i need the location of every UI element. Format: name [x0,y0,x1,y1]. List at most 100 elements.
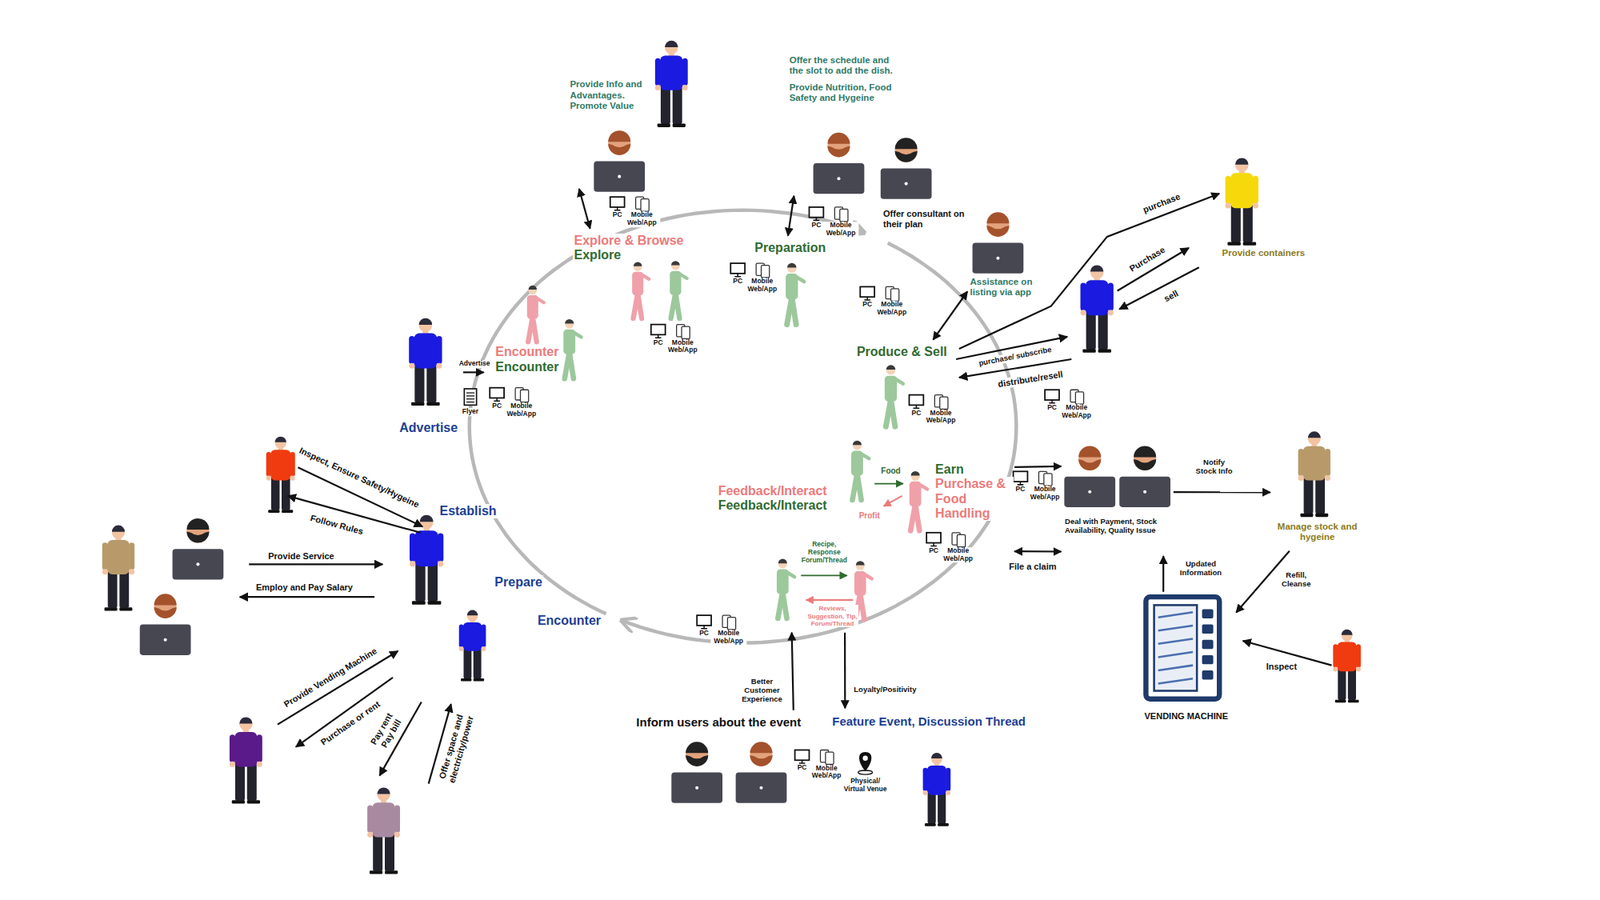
shoe [924,823,936,827]
legs [564,352,574,379]
arm [1225,176,1232,204]
text-label: Mobile Web/App [822,221,859,238]
head [1235,158,1248,172]
stand [493,397,500,401]
text-line [466,398,475,400]
node-text: Purchase & Food Handling [933,476,1013,521]
node-text-column: EncounterEncounter [493,344,572,375]
connector-arrow [932,292,968,340]
hair [787,263,796,268]
phone [640,199,649,212]
leg [235,762,245,801]
head [528,285,538,295]
text-label: PC [911,409,923,418]
screen [926,532,941,544]
hair [886,364,896,370]
arm [861,453,870,459]
text-label: Prepare [493,575,544,590]
hand [459,646,464,652]
hand [436,363,442,369]
text-label: Mobile Web/App [1058,404,1095,421]
node-text: Deal with Payment, Stock Availability, Q… [1063,517,1172,536]
torso [372,802,395,837]
arm [409,533,416,563]
stand [614,207,621,211]
leg [414,364,424,403]
edge-label: File a claim [1008,561,1057,572]
phone [940,396,948,409]
pc-icon [489,388,504,402]
sheet [464,388,476,405]
phone [1044,473,1052,486]
arm [459,624,464,648]
head [376,788,390,801]
head [467,610,478,621]
mobile-icon [1038,471,1052,486]
shoe [1348,700,1360,704]
stand [1048,400,1056,404]
hair [895,137,918,149]
head [1341,629,1353,641]
screen [1044,389,1060,400]
phone [891,288,900,301]
person-figure [102,525,135,612]
laptop-logo [836,176,840,180]
arm [290,452,296,477]
hair [564,319,574,324]
pc-icon [1013,471,1028,485]
node-text-column: Deal with Payment, Stock Availability, Q… [1063,517,1172,536]
hair [1235,157,1248,164]
text-label: Mobile Web/App [664,339,701,356]
hair [376,787,390,794]
arm [1108,283,1114,312]
stand [734,273,741,277]
beard [1078,459,1101,471]
shoe [411,402,424,406]
screen [489,388,504,399]
shoe [384,870,398,874]
button [1202,670,1214,680]
text-label: PC [698,629,710,638]
arm [408,336,415,364]
arm [102,542,108,570]
arm [367,804,373,833]
leg [281,476,291,511]
node-text-column: Offer the schedule and the slot to add t… [788,55,900,104]
leg [937,791,946,824]
connector-arrow [1014,550,1061,552]
edge-label: Updated Information [1169,560,1233,578]
button [1202,655,1214,664]
laptop-logo [996,256,1000,260]
node-text-column: Feedback/InteractFeedback/Interact [693,484,828,514]
hair [467,610,478,616]
shelf [1158,678,1193,684]
beard [1133,459,1156,471]
head [633,262,643,272]
leg [108,570,118,608]
laptop [671,772,723,804]
node-text-column: Advertise [396,420,462,436]
figure-node: EarnPurchase & Food Handling [933,461,1015,560]
leg [1304,476,1314,514]
arm [1332,644,1338,668]
walking-figure [632,261,649,319]
hair [1090,264,1104,272]
leader-arrow [806,599,854,601]
person-figure [229,716,263,804]
text-label: Provide Service [267,551,336,562]
mobile-icon [934,395,948,410]
laptop-person [1064,445,1116,508]
stand [655,334,662,338]
mobile-icon [820,750,835,765]
shelf [1158,665,1193,671]
laptop-logo [164,638,168,642]
head [911,472,920,481]
edge-label: Advertise [458,360,492,368]
shoe [1315,513,1328,517]
phone [840,208,848,221]
pc-icon [795,750,810,764]
hand [394,832,400,838]
figure-node: EncounterEncounter [484,288,584,380]
hand [1225,202,1232,208]
